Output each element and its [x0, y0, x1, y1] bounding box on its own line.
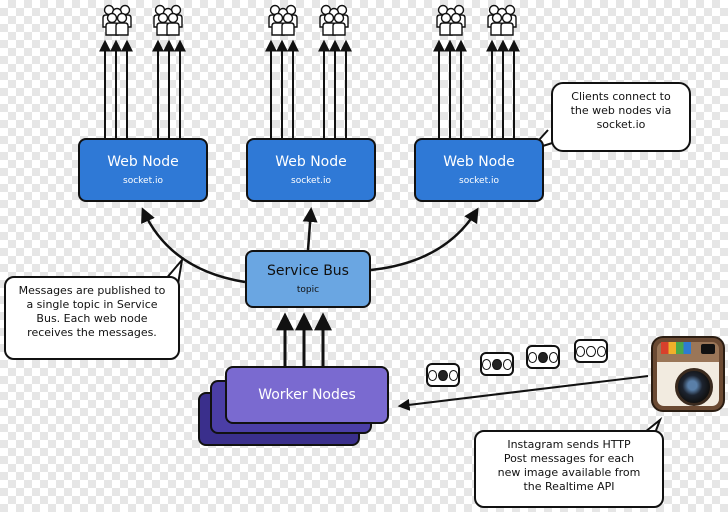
web-node-title: Web Node	[107, 154, 179, 170]
callout-line: Messages are published to	[18, 284, 166, 297]
callout-line: the Realtime API	[523, 480, 615, 493]
callout-line: Bus. Each web node	[36, 312, 148, 325]
callout-line: the web nodes via	[570, 104, 672, 117]
worker-nodes-title: Worker Nodes	[258, 387, 356, 403]
message-token-icon	[426, 363, 460, 387]
instagram-callout: Instagram sends HTTP Post messages for e…	[474, 430, 664, 508]
web-node-title: Web Node	[443, 154, 515, 170]
callout-line: Instagram sends HTTP	[507, 438, 631, 451]
worker-to-bus-arrows	[276, 312, 332, 366]
web-node-title: Web Node	[275, 154, 347, 170]
client-group-6	[488, 6, 516, 36]
web-node-2: Web Node socket.io	[246, 138, 376, 202]
service-bus-title: Service Bus	[267, 263, 349, 279]
service-bus-node: Service Bus topic	[245, 250, 371, 308]
web-node-3: Web Node socket.io	[414, 138, 544, 202]
worker-nodes: Worker Nodes	[225, 366, 389, 424]
callout-line: new image available from	[497, 466, 641, 479]
client-group-4	[320, 6, 348, 36]
client-connections	[99, 39, 520, 138]
callout-line: Clients connect to	[571, 90, 671, 103]
callout-line: receives the messages.	[27, 326, 157, 339]
clients-callout: Clients connect to the web nodes via soc…	[551, 82, 691, 152]
web-node-subtitle: socket.io	[123, 176, 163, 186]
messages-callout: Messages are published to a single topic…	[4, 276, 180, 360]
callout-line: a single topic in Service	[26, 298, 158, 311]
client-group-1	[103, 6, 131, 36]
instagram-to-worker-arrow	[397, 375, 649, 411]
callout-line: Post messages for each	[503, 452, 635, 465]
client-group-2	[154, 6, 182, 36]
service-bus-subtitle: topic	[296, 285, 320, 295]
bus-to-web-arrows	[141, 207, 479, 284]
client-group-5	[437, 6, 465, 36]
instagram-camera-icon	[651, 336, 725, 412]
message-token-icon	[526, 345, 560, 369]
web-node-subtitle: socket.io	[459, 176, 499, 186]
web-node-1: Web Node socket.io	[78, 138, 208, 202]
message-token-icon	[480, 352, 514, 376]
callout-line: socket.io	[596, 118, 646, 131]
web-node-subtitle: socket.io	[291, 176, 331, 186]
client-group-3	[269, 6, 297, 36]
message-token-icon	[574, 339, 608, 363]
